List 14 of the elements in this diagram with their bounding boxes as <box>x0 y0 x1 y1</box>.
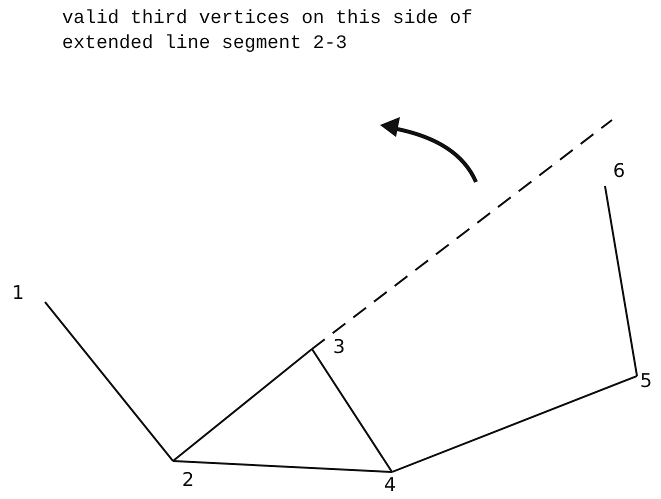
line-segment <box>172 348 313 462</box>
line-segment <box>392 375 638 473</box>
line-segment <box>44 301 174 462</box>
vertex-number: 6 <box>613 162 626 181</box>
vertex-number: 3 <box>333 338 346 357</box>
vertex-number: 1 <box>12 284 24 303</box>
vertex-number: 4 <box>384 476 396 495</box>
line-segment <box>604 186 638 376</box>
extension-line <box>311 119 613 350</box>
line-segment <box>311 348 393 473</box>
annotation-text: valid third vertices on this side of extended line segment 2-3 <box>62 6 474 56</box>
vertex-number: 5 <box>640 372 652 391</box>
vertex-number: 2 <box>182 471 194 490</box>
line-segment <box>172 460 392 473</box>
